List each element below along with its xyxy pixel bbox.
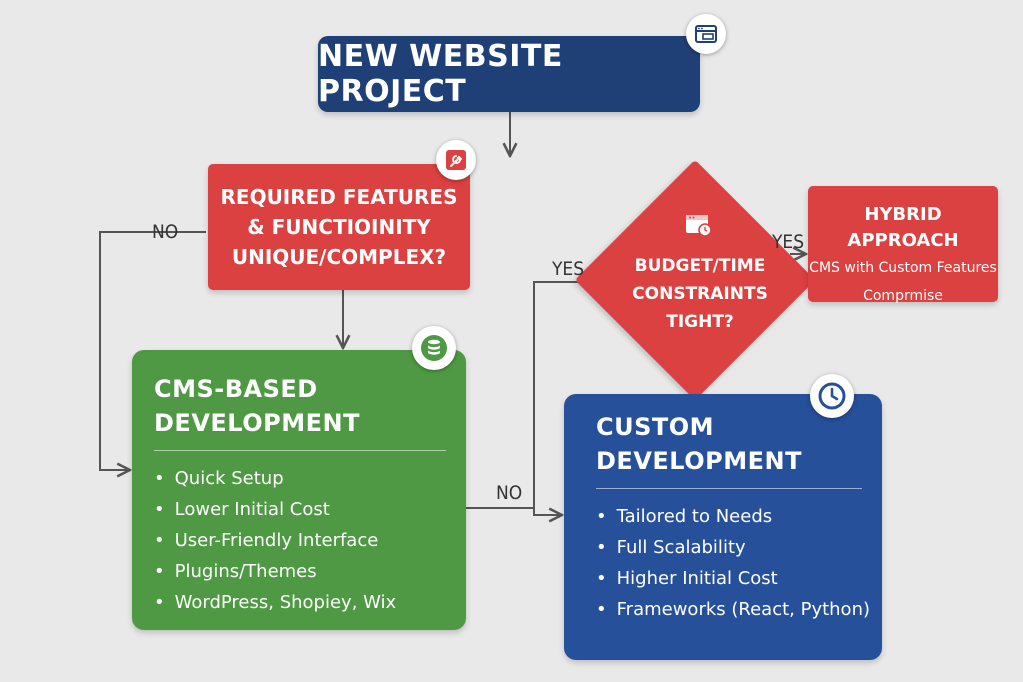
new-website-project-box: NEW WEBSITE PROJECT [318,36,700,112]
budget-line-1: BUDGET/TIME [634,256,766,276]
cms-divider [154,450,446,451]
custom-divider [596,488,862,489]
list-item: Quick Setup [154,463,446,494]
browser-window-icon [686,14,726,54]
edge-label-no-left: NO [152,221,179,243]
cms-title-line-1: CMS-BASED [154,375,318,403]
list-item: User-Friendly Interface [154,525,446,556]
edge-label-yes-hybrid: YES [772,231,805,253]
cms-bullet-list: Quick Setup Lower Initial Cost User-Frie… [154,463,446,618]
list-item: Lower Initial Cost [154,494,446,525]
custom-bullet-list: Tailored to Needs Full Scalability Highe… [596,501,870,625]
arrow-cms-to-budget [466,282,602,509]
edge-label-yes-budget: YES [552,258,585,280]
list-item: Tailored to Needs [596,501,862,532]
database-icon [412,326,456,370]
list-item: Higher Initial Cost [596,563,862,594]
budget-question-text: BUDGET/TIME CONSTRAINTS TIGHT? [620,252,780,336]
question-line-1: REQUIRED FEATURES [220,185,458,209]
custom-title-line-1: CUSTOM [596,413,715,441]
arrow-no-loop-to-cms [99,231,206,470]
list-item: Frameworks (React, Python) [596,594,870,625]
clock-icon [810,374,854,418]
root-title: NEW WEBSITE PROJECT [318,39,563,109]
hybrid-subtitle: CMS with Custom Features [809,260,997,276]
calendar-clock-icon [684,212,714,244]
wrench-icon [436,140,476,180]
custom-title-line-2: DEVELOPMENT [596,447,802,475]
arrow-no-to-custom [533,508,562,515]
cms-based-development-box: CMS-BASED DEVELOPMENT Quick Setup Lower … [132,350,466,630]
list-item: Plugins/Themes [154,556,446,587]
list-item: Full Scalability [596,532,862,563]
budget-line-3: TIGHT? [666,312,734,332]
cms-title-line-2: DEVELOPMENT [154,409,360,437]
hybrid-title: HYBRID APPROACH [847,204,959,251]
custom-development-box: CUSTOM DEVELOPMENT Tailored to Needs Ful… [564,394,882,660]
budget-line-2: CONSTRAINTS [632,284,768,304]
edge-label-no-custom: NO [496,482,523,504]
hybrid-note: Comprmise [863,288,943,304]
question-line-2: & FUNCTIOINITY [247,215,431,239]
question-line-3: UNIQUE/COMPLEX? [231,245,447,269]
required-features-question-box: REQUIRED FEATURES & FUNCTIOINITY UNIQUE/… [208,164,470,290]
list-item: WordPress, Shopiey, Wix [154,587,446,618]
hybrid-approach-box: HYBRID APPROACH CMS with Custom Features… [808,186,998,304]
